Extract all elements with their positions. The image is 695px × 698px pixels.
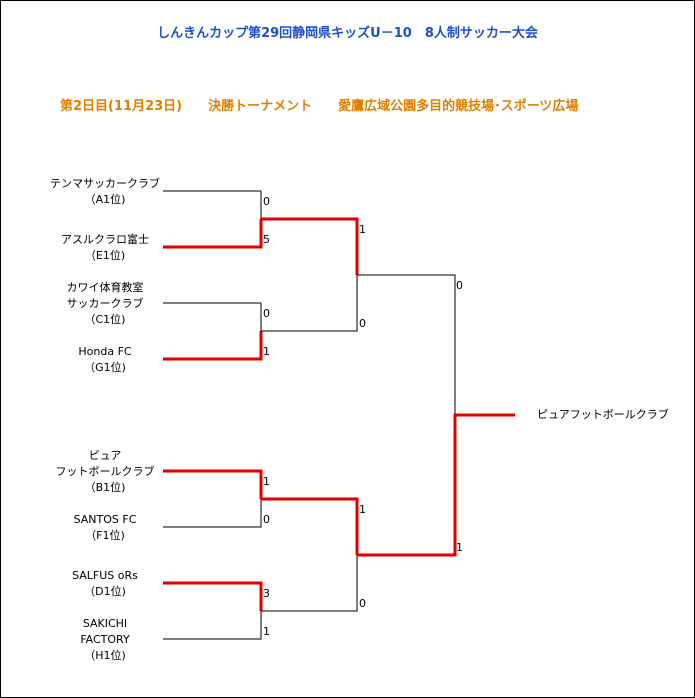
match-r1-1	[163, 190, 263, 249]
score-r1-b1: 1	[263, 475, 270, 488]
match-r1-2	[163, 302, 263, 361]
score-r1-d1: 3	[263, 587, 270, 600]
score-r1-a1: 0	[263, 195, 270, 208]
team-g1: Honda FC （G1位)	[78, 345, 132, 374]
score-r2-1-bottom: 0	[359, 317, 366, 330]
team-c1: カワイ体育教室 サッカークラブ （C1位)	[66, 281, 144, 326]
page-subtitle: 第2日目(11月23日) 決勝トーナメント 愛鷹広域公園多目的競技場･スポーツ広…	[60, 99, 579, 114]
champion-label: ピュアフットボールクラブ	[537, 408, 669, 421]
score-r1-g1: 1	[263, 345, 270, 358]
team-e1: アスルクラロ富士 （E1位)	[61, 233, 149, 262]
team-a1: テンマサッカークラブ （A1位)	[50, 177, 160, 206]
score-final-top: 0	[456, 279, 463, 292]
match-r2-2	[261, 497, 359, 612]
team-b1: ピュア フットボールクラブ （B1位)	[55, 449, 155, 494]
match-r1-4	[163, 581, 263, 640]
match-final	[357, 274, 515, 557]
score-r2-1-top: 1	[359, 223, 366, 236]
team-d1: SALFUS oRs （D1位)	[72, 569, 138, 598]
team-f1: SANTOS FC （F1位)	[73, 513, 137, 542]
score-r2-2-bottom: 0	[359, 597, 366, 610]
score-r2-2-top: 1	[359, 503, 366, 516]
score-final-bottom: 1	[456, 541, 463, 554]
score-r1-c1: 0	[263, 307, 270, 320]
page-title: しんきんカップ第29回静岡県キッズU－10 8人制サッカー大会	[157, 26, 538, 41]
match-r1-3	[163, 469, 263, 528]
team-h1: SAKICHI FACTORY （H1位)	[80, 617, 130, 662]
score-r1-h1: 1	[263, 625, 270, 638]
score-r1-f1: 0	[263, 513, 270, 526]
match-r2-1	[261, 217, 359, 332]
score-r1-e1: 5	[263, 233, 270, 246]
